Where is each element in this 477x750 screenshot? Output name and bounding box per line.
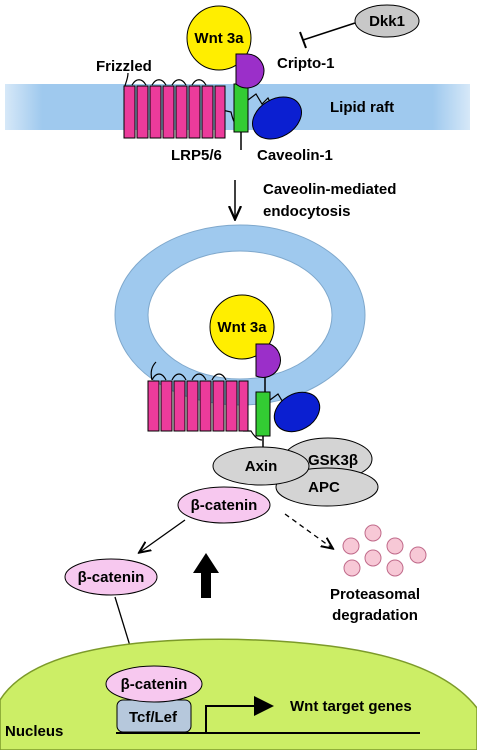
lipid-raft-label: Lipid raft bbox=[330, 99, 394, 116]
apc bbox=[275, 467, 379, 507]
dkk1-label: Dkk1 bbox=[369, 13, 405, 30]
beta-catenin-nuclear bbox=[105, 665, 203, 703]
frizzled-label: Frizzled bbox=[96, 58, 152, 75]
wnt3a-label: Wnt 3a bbox=[194, 30, 244, 47]
caveolin-label: Caveolin-1 bbox=[257, 147, 333, 164]
axin-label: Axin bbox=[245, 458, 278, 475]
endocytosis-label-line1: Caveolin-mediated bbox=[263, 181, 396, 198]
proteasome-circles bbox=[342, 524, 427, 577]
arrow-to-free-catenin bbox=[140, 519, 186, 552]
cripto-label: Cripto-1 bbox=[277, 55, 335, 72]
beta-catenin-complex-label: β-catenin bbox=[191, 497, 258, 514]
nucleus-label: Nucleus bbox=[5, 723, 63, 740]
beta-catenin-complex bbox=[177, 486, 271, 524]
cripto-1-vesicle bbox=[255, 343, 281, 378]
caveolin-1-vesicle bbox=[273, 391, 321, 433]
frizzled-receptor bbox=[123, 72, 241, 139]
beta-catenin-free bbox=[64, 558, 158, 596]
axin bbox=[212, 446, 310, 486]
arrow-to-degradation bbox=[284, 513, 332, 548]
beta-catenin-nuclear-label: β-catenin bbox=[121, 676, 188, 693]
beta-catenin-free-label: β-catenin bbox=[78, 569, 145, 586]
caveolin-1 bbox=[252, 96, 302, 140]
gsk3b-label: GSK3β bbox=[308, 452, 358, 469]
cripto-1 bbox=[235, 53, 265, 89]
wnt-target-genes-label: Wnt target genes bbox=[290, 698, 412, 715]
dkk1-inhibition-arrow bbox=[299, 22, 356, 49]
lrp-label: LRP5/6 bbox=[171, 147, 222, 164]
frizzled-receptor-vesicle bbox=[147, 361, 263, 441]
proteasomal-label-line2: degradation bbox=[332, 607, 418, 624]
dkk1 bbox=[354, 4, 420, 38]
increase-arrow bbox=[193, 553, 219, 598]
proteasomal-label-line1: Proteasomal bbox=[330, 586, 420, 603]
apc-label: APC bbox=[308, 479, 340, 496]
tcf-lef-label: Tcf/Lef bbox=[129, 709, 178, 726]
transcription-arrow bbox=[205, 696, 274, 733]
wnt3a-ligand-vesicle bbox=[209, 294, 275, 360]
wnt3a-vesicle-label: Wnt 3a bbox=[217, 319, 267, 336]
endocytosis-label-line2: endocytosis bbox=[263, 203, 351, 220]
wnt3a-ligand bbox=[186, 5, 252, 71]
